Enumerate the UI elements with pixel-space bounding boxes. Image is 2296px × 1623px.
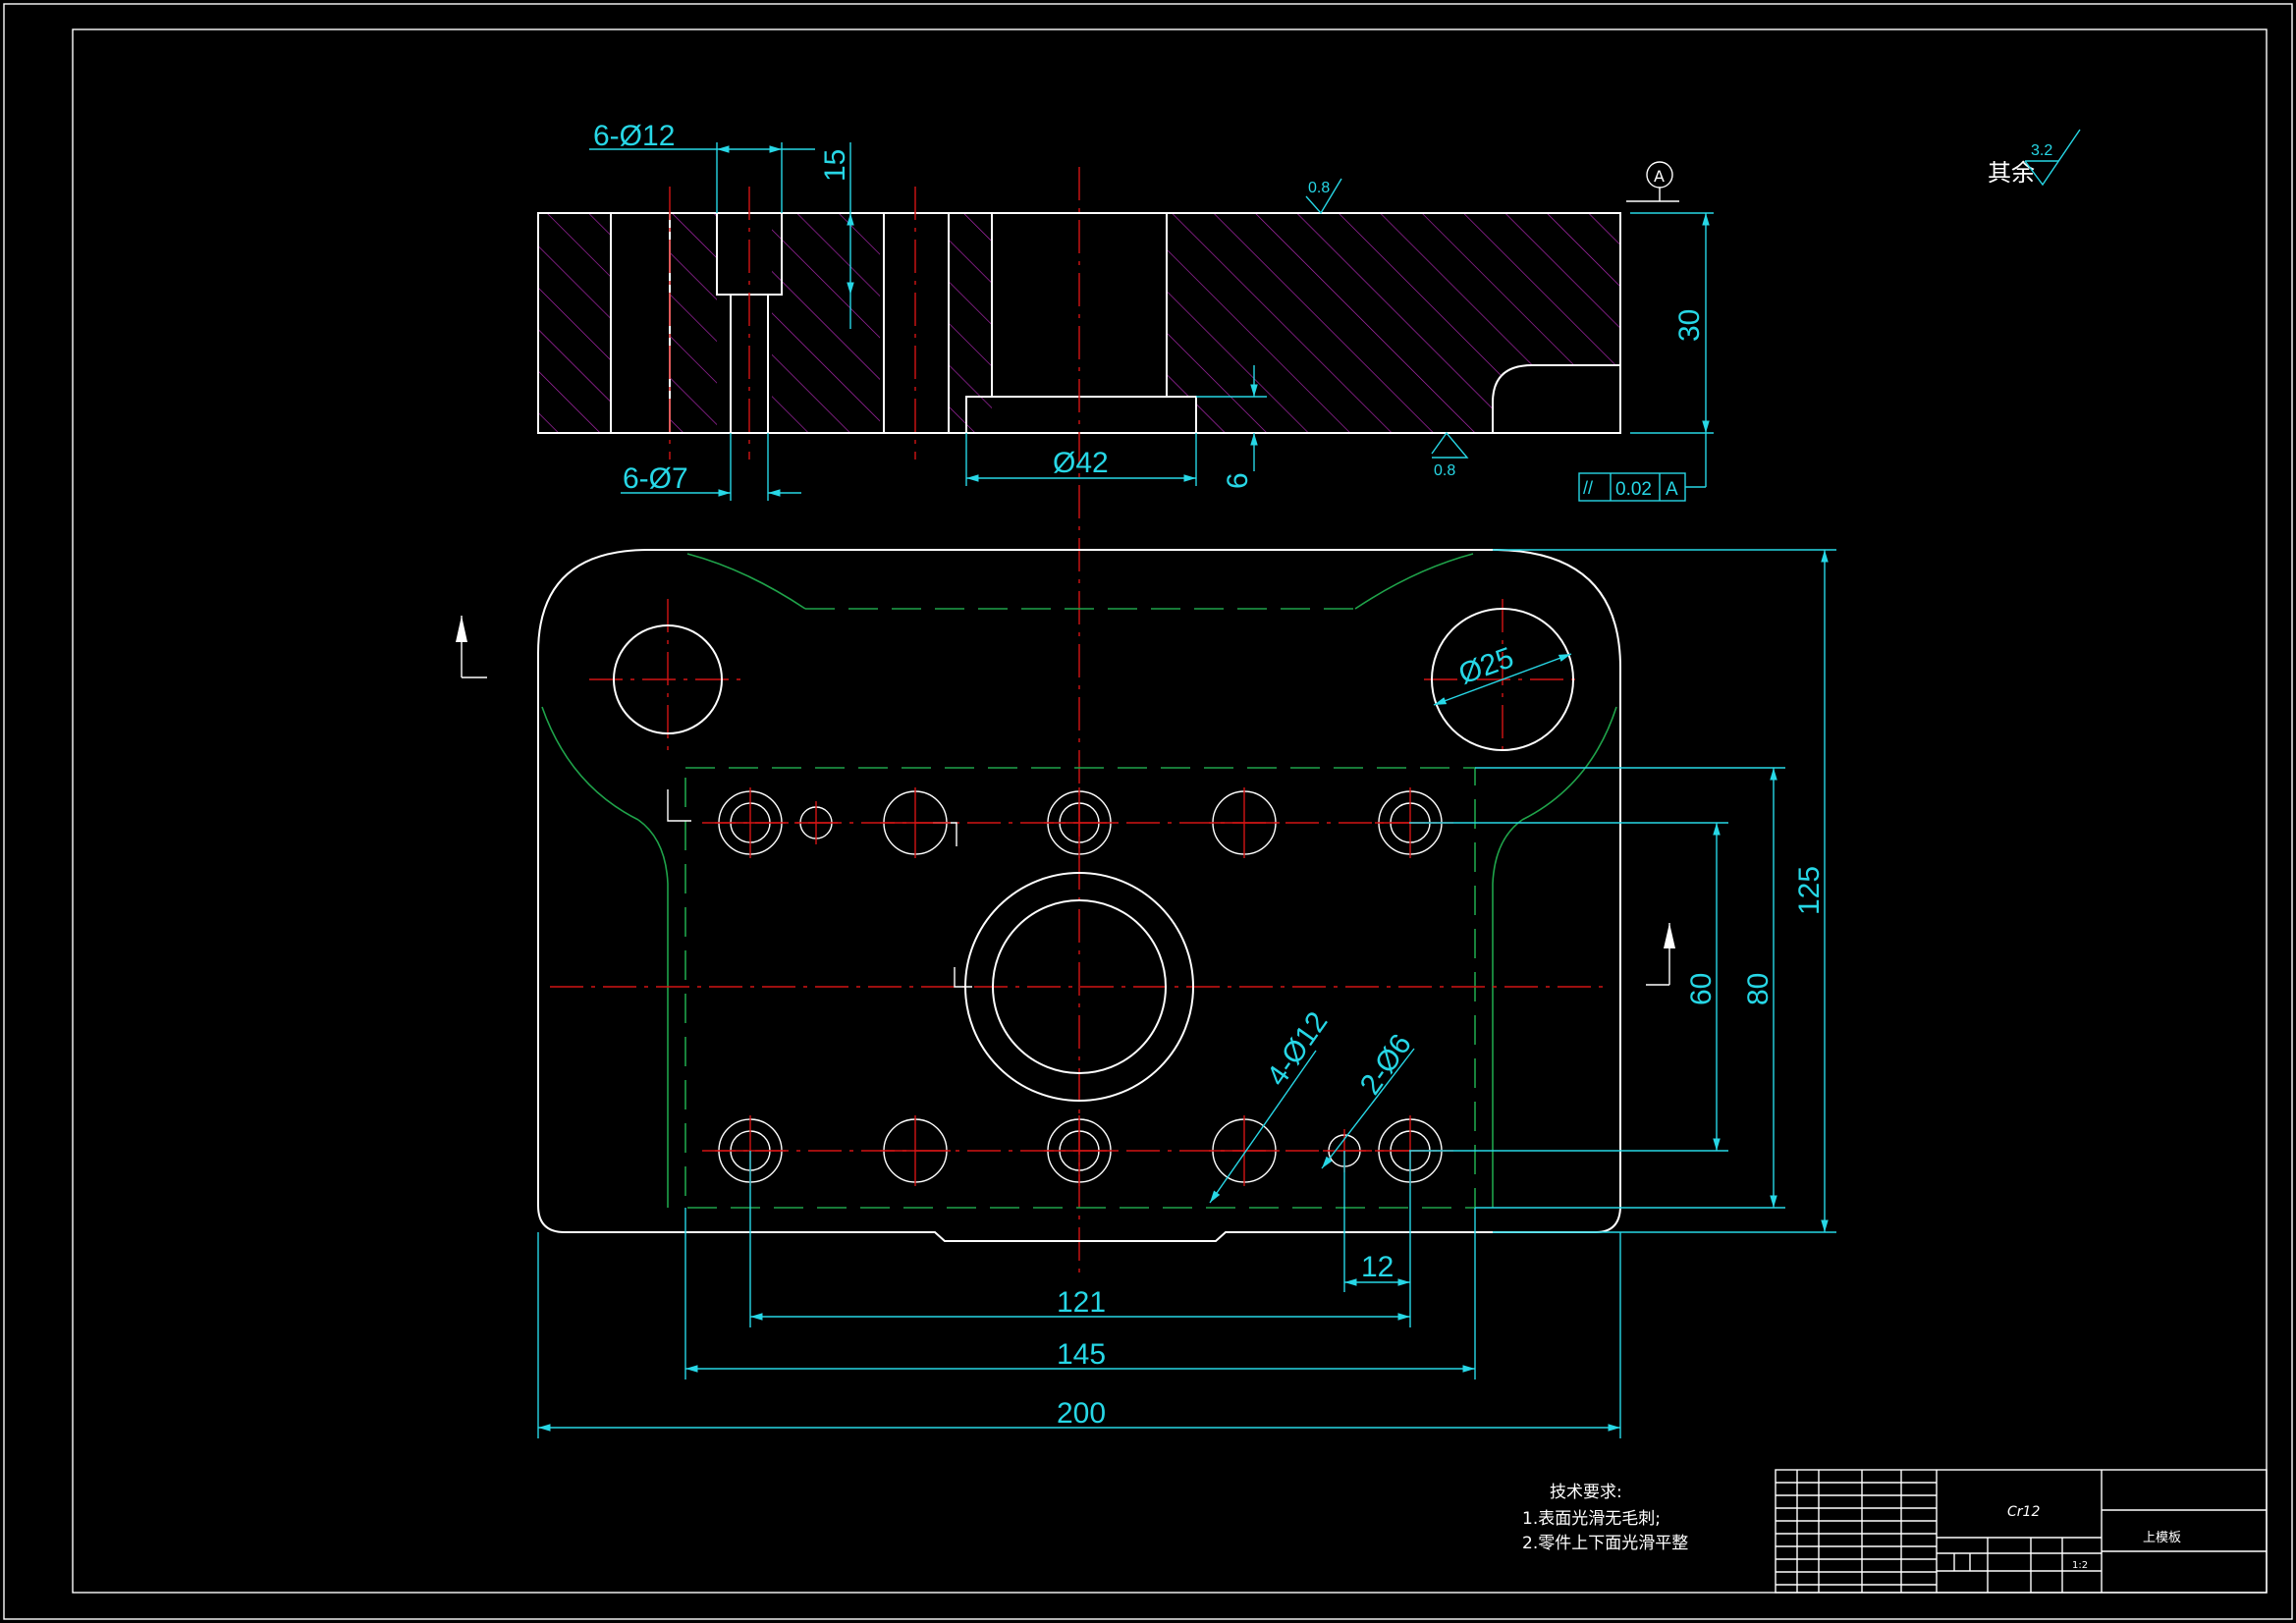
- title-block: Cr12 上模板 1:2: [1775, 1469, 2268, 1594]
- surface-finish-bottom: 0.8: [1431, 431, 1469, 479]
- dim-200: 200: [1057, 1397, 1106, 1430]
- section-dimensions: 6-Ø12 15 6-Ø7 Ø42 6 30: [589, 120, 1714, 501]
- title-block-part-name: 上模板: [2143, 1531, 2181, 1545]
- svg-text:0.8: 0.8: [1308, 180, 1330, 196]
- svg-text:A: A: [1666, 479, 1678, 500]
- datum-marker-a: A: [1626, 161, 1679, 202]
- dim-6: 6: [1222, 472, 1254, 489]
- svg-text:0.02: 0.02: [1615, 479, 1652, 500]
- dim-125: 125: [1793, 866, 1826, 915]
- dim-60: 60: [1685, 973, 1718, 1005]
- svg-text:其余: 其余: [1988, 159, 2035, 187]
- surface-finish-general: 其余 3.2: [1988, 129, 2081, 187]
- svg-text:0.8: 0.8: [1434, 462, 1455, 479]
- title-block-scale: 1:2: [2072, 1560, 2088, 1571]
- technical-requirements: 技术要求: 1.表面光滑无毛刺; 2.零件上下面光滑平整: [1522, 1483, 1688, 1553]
- dim-6-d12: 6-Ø12: [593, 120, 675, 152]
- dim-30: 30: [1673, 309, 1706, 342]
- svg-text:3.2: 3.2: [2031, 142, 2052, 159]
- title-block-material: Cr12: [2007, 1504, 2040, 1520]
- svg-text:A: A: [1654, 167, 1665, 186]
- dim-145: 145: [1057, 1338, 1106, 1371]
- dim-d42: Ø42: [1053, 447, 1109, 479]
- dim-121: 121: [1057, 1286, 1106, 1319]
- tech-req-title: 技术要求:: [1550, 1483, 1622, 1502]
- section-view: [537, 167, 1621, 1276]
- svg-text://: //: [1583, 478, 1593, 498]
- plan-dimensions: Ø25 4-Ø12 2-Ø6 60 80 125 12 121: [537, 549, 1836, 1438]
- tech-req-item-2: 2.零件上下面光滑平整: [1522, 1534, 1688, 1553]
- dim-2-d6: 2-Ø6: [1354, 1028, 1418, 1101]
- dim-6-d7: 6-Ø7: [623, 462, 688, 495]
- dim-15: 15: [819, 149, 851, 182]
- dim-4-d12: 4-Ø12: [1261, 1006, 1335, 1092]
- sheet-inner-border: [72, 28, 2268, 1594]
- dim-12: 12: [1361, 1251, 1394, 1283]
- sheet-outer-border: [3, 3, 2293, 1620]
- surface-finish-top: 0.8: [1305, 178, 1342, 215]
- tolerance-frame: // 0.02 A: [1578, 433, 1707, 502]
- tech-req-item-1: 1.表面光滑无毛刺;: [1522, 1509, 1661, 1529]
- dim-d25: Ø25: [1454, 641, 1518, 690]
- dim-80: 80: [1742, 973, 1775, 1005]
